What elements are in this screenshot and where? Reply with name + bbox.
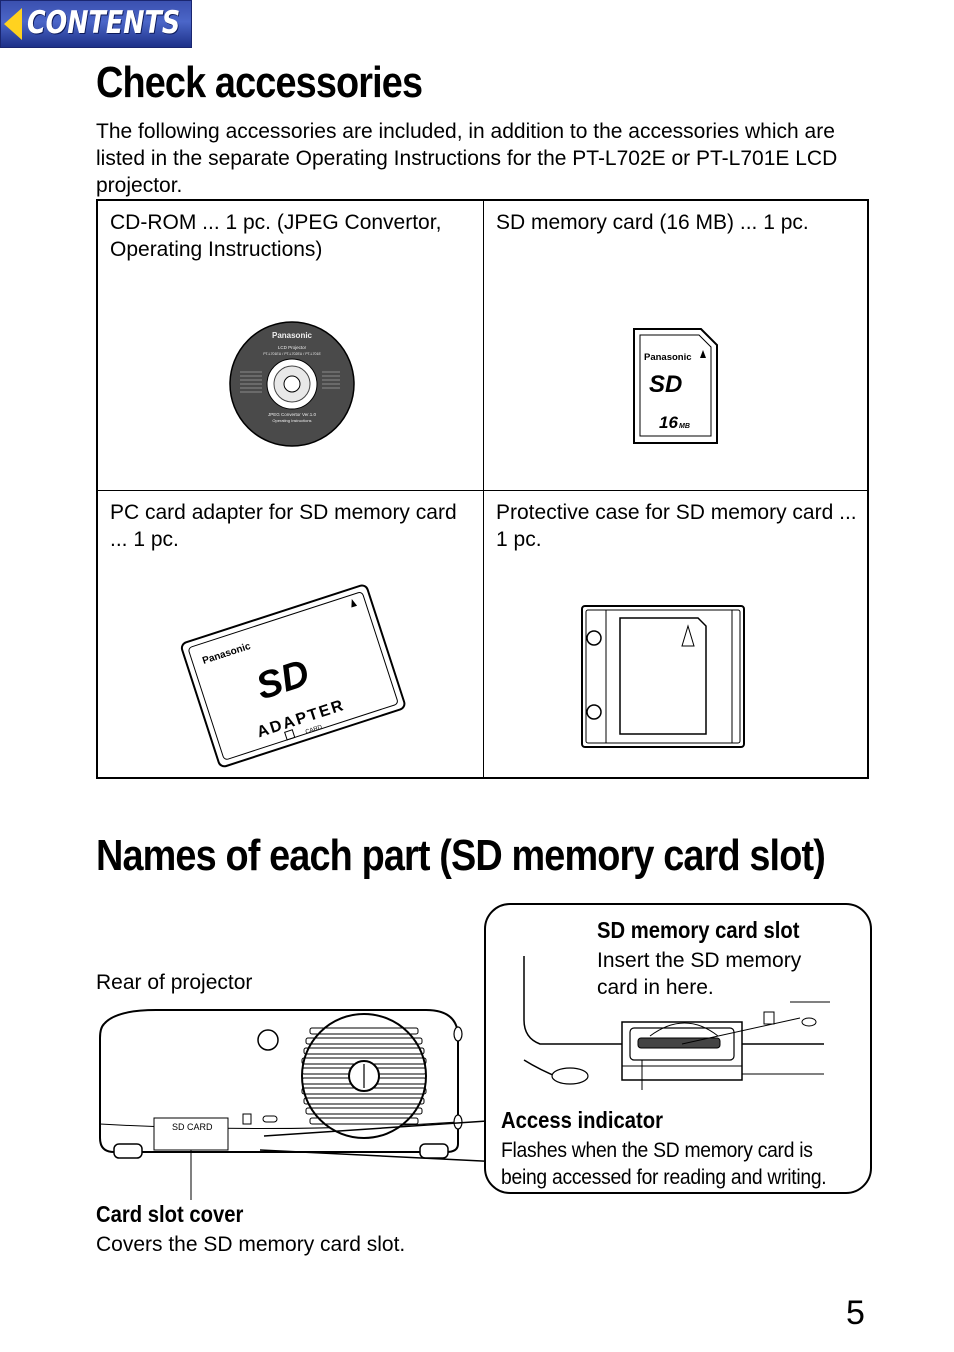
protective-case-icon: [581, 605, 745, 748]
access-indicator-title: Access indicator: [501, 1107, 664, 1133]
card-slot-cover-desc: Covers the SD memory card slot.: [96, 1233, 406, 1256]
table-divider-horizontal: [98, 490, 867, 491]
access-indicator-desc-line2: being accessed for reading and writing.: [501, 1166, 827, 1189]
svg-text:16: 16: [659, 413, 678, 432]
card-slot-cover-title: Card slot cover: [96, 1201, 244, 1227]
accessory-cell-protective-case: Protective case for SD memory card ... 1…: [484, 491, 869, 779]
intro-paragraph: The following accessories are included, …: [96, 120, 838, 197]
svg-text:CARD: CARD: [305, 724, 324, 735]
section-title-check-accessories: Check accessories: [96, 58, 423, 107]
svg-text:JPEG Convertor Ver.1.0: JPEG Convertor Ver.1.0: [268, 412, 317, 417]
callout-leader-lines: [190, 1119, 503, 1200]
slot-closeup-illustration: [523, 956, 830, 1090]
contents-label: CONTENTS: [27, 5, 181, 41]
section-title-names-of-parts: Names of each part (SD memory card slot): [96, 831, 826, 880]
accessory-cell-cd-rom: CD-ROM ... 1 pc. (JPEG Convertor, Operat…: [98, 201, 483, 490]
sd-slot-desc-line2: card in here.: [597, 976, 714, 999]
svg-text:SD CARD: SD CARD: [172, 1122, 213, 1132]
accessory-text: CD-ROM ... 1 pc. (JPEG Convertor, Operat…: [110, 211, 442, 261]
sd-slot-title: SD memory card slot: [597, 917, 800, 943]
back-arrow-icon: [4, 8, 22, 40]
accessory-text: Protective case for SD memory card ... 1…: [496, 501, 857, 551]
accessory-text: PC card adapter for SD memory card ... 1…: [110, 501, 457, 551]
sd-card-icon: Panasonic SD 16 MB: [633, 328, 718, 444]
svg-text:Operating Instructions: Operating Instructions: [272, 418, 311, 423]
sd-slot-desc-line1: Insert the SD memory: [597, 949, 802, 972]
accessories-table: CD-ROM ... 1 pc. (JPEG Convertor, Operat…: [96, 199, 869, 779]
access-indicator-desc-line1: Flashes when the SD memory card is: [501, 1139, 813, 1162]
contents-button[interactable]: CONTENTS: [0, 0, 192, 48]
svg-text:MB: MB: [679, 423, 690, 430]
accessory-text: SD memory card (16 MB) ... 1 pc.: [496, 211, 809, 234]
rear-of-projector-label: Rear of projector: [96, 971, 253, 994]
svg-text:LCD Projector: LCD Projector: [278, 345, 307, 350]
table-divider-vertical: [483, 201, 484, 777]
page-number: 5: [846, 1294, 865, 1332]
svg-text:Panasonic: Panasonic: [644, 352, 692, 363]
svg-text:Panasonic: Panasonic: [272, 331, 313, 340]
pc-card-adapter-icon: Panasonic SD ADAPTER CARD: [180, 584, 406, 768]
cd-rom-icon: Panasonic LCD Projector PT-L701EU / PT-L…: [229, 321, 355, 447]
accessory-cell-sd-card: SD memory card (16 MB) ... 1 pc. Panason…: [484, 201, 869, 490]
projector-rear-illustration: SD CARD: [99, 1009, 463, 1159]
accessory-cell-pc-card-adapter: PC card adapter for SD memory card ... 1…: [98, 491, 483, 779]
svg-text:PT-L701EU / PT-L702EU / PT-L70: PT-L701EU / PT-L702EU / PT-L701E: [263, 352, 321, 356]
svg-text:SD: SD: [649, 371, 682, 398]
